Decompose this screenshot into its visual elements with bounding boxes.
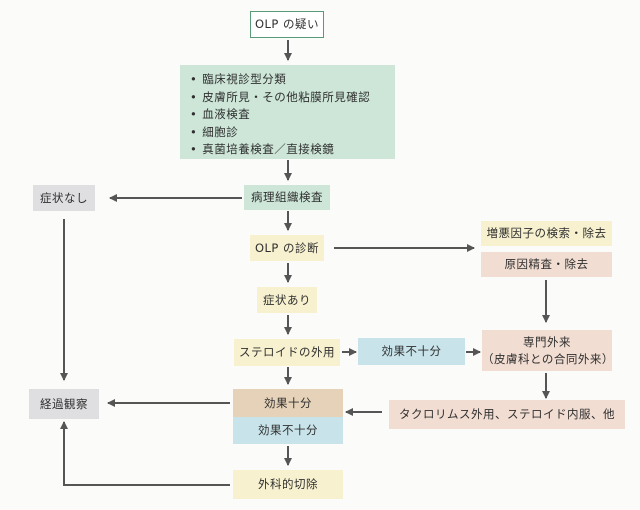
node-observation: 経過観察	[29, 389, 99, 419]
exam-item: 皮膚所見・その他粘膜所見確認	[190, 89, 385, 107]
node-sufficient-effect: 効果十分	[233, 389, 343, 418]
node-topical-steroid-label: ステロイドの外用	[239, 345, 335, 360]
node-cause-removal: 原因精査・除去	[481, 252, 612, 277]
exam-item: 細胞診	[190, 124, 385, 142]
node-olp-suspect: OLP の疑い	[250, 11, 324, 38]
node-specialist-clinic-sublabel: （皮膚科との合同外来）	[482, 351, 614, 366]
node-olp-suspect-label: OLP の疑い	[254, 17, 320, 32]
node-exam-list: 臨床視診型分類 皮膚所見・その他粘膜所見確認 血液検査 細胞診 真菌培養検査／直…	[180, 65, 395, 159]
arrow-surgery-to-observation	[60, 421, 230, 486]
node-symptoms-present: 症状あり	[257, 287, 317, 313]
node-olp-diagnosis-label: OLP の診断	[254, 240, 320, 255]
node-specialist-clinic: 専門外来 （皮膚科との合同外来）	[482, 330, 614, 371]
node-aggravating-factors: 増悪因子の検索・除去	[481, 221, 612, 246]
node-observation-label: 経過観察	[40, 396, 88, 411]
node-topical-steroid: ステロイドの外用	[234, 339, 340, 366]
node-insufficient-effect-2: 効果不十分	[233, 417, 343, 444]
node-cause-removal-label: 原因精査・除去	[504, 257, 589, 272]
node-histopathology-label: 病理組織検査	[251, 190, 323, 205]
node-olp-diagnosis: OLP の診断	[250, 235, 324, 261]
node-symptoms-present-label: 症状あり	[263, 292, 311, 307]
node-tacrolimus: タクロリムス外用、ステロイド内服、他	[389, 400, 625, 429]
node-no-symptoms: 症状なし	[33, 185, 95, 211]
node-insufficient-effect-1-label: 効果不十分	[381, 344, 442, 359]
exam-item: 血液検査	[190, 106, 385, 124]
node-insufficient-effect-1: 効果不十分	[358, 338, 465, 365]
node-aggravating-factors-label: 増悪因子の検索・除去	[486, 226, 607, 241]
node-no-symptoms-label: 症状なし	[40, 190, 88, 205]
exam-item: 臨床視診型分類	[190, 71, 385, 89]
node-tacrolimus-label: タクロリムス外用、ステロイド内服、他	[399, 407, 615, 422]
exam-item: 真菌培養検査／直接検鏡	[190, 141, 385, 159]
node-insufficient-effect-2-label: 効果不十分	[258, 423, 318, 438]
node-histopathology: 病理組織検査	[244, 185, 330, 210]
node-surgical-excision-label: 外科的切除	[258, 477, 318, 492]
node-specialist-clinic-label: 専門外来	[523, 334, 571, 349]
node-sufficient-effect-label: 効果十分	[264, 396, 312, 411]
node-surgical-excision: 外科的切除	[233, 470, 343, 499]
